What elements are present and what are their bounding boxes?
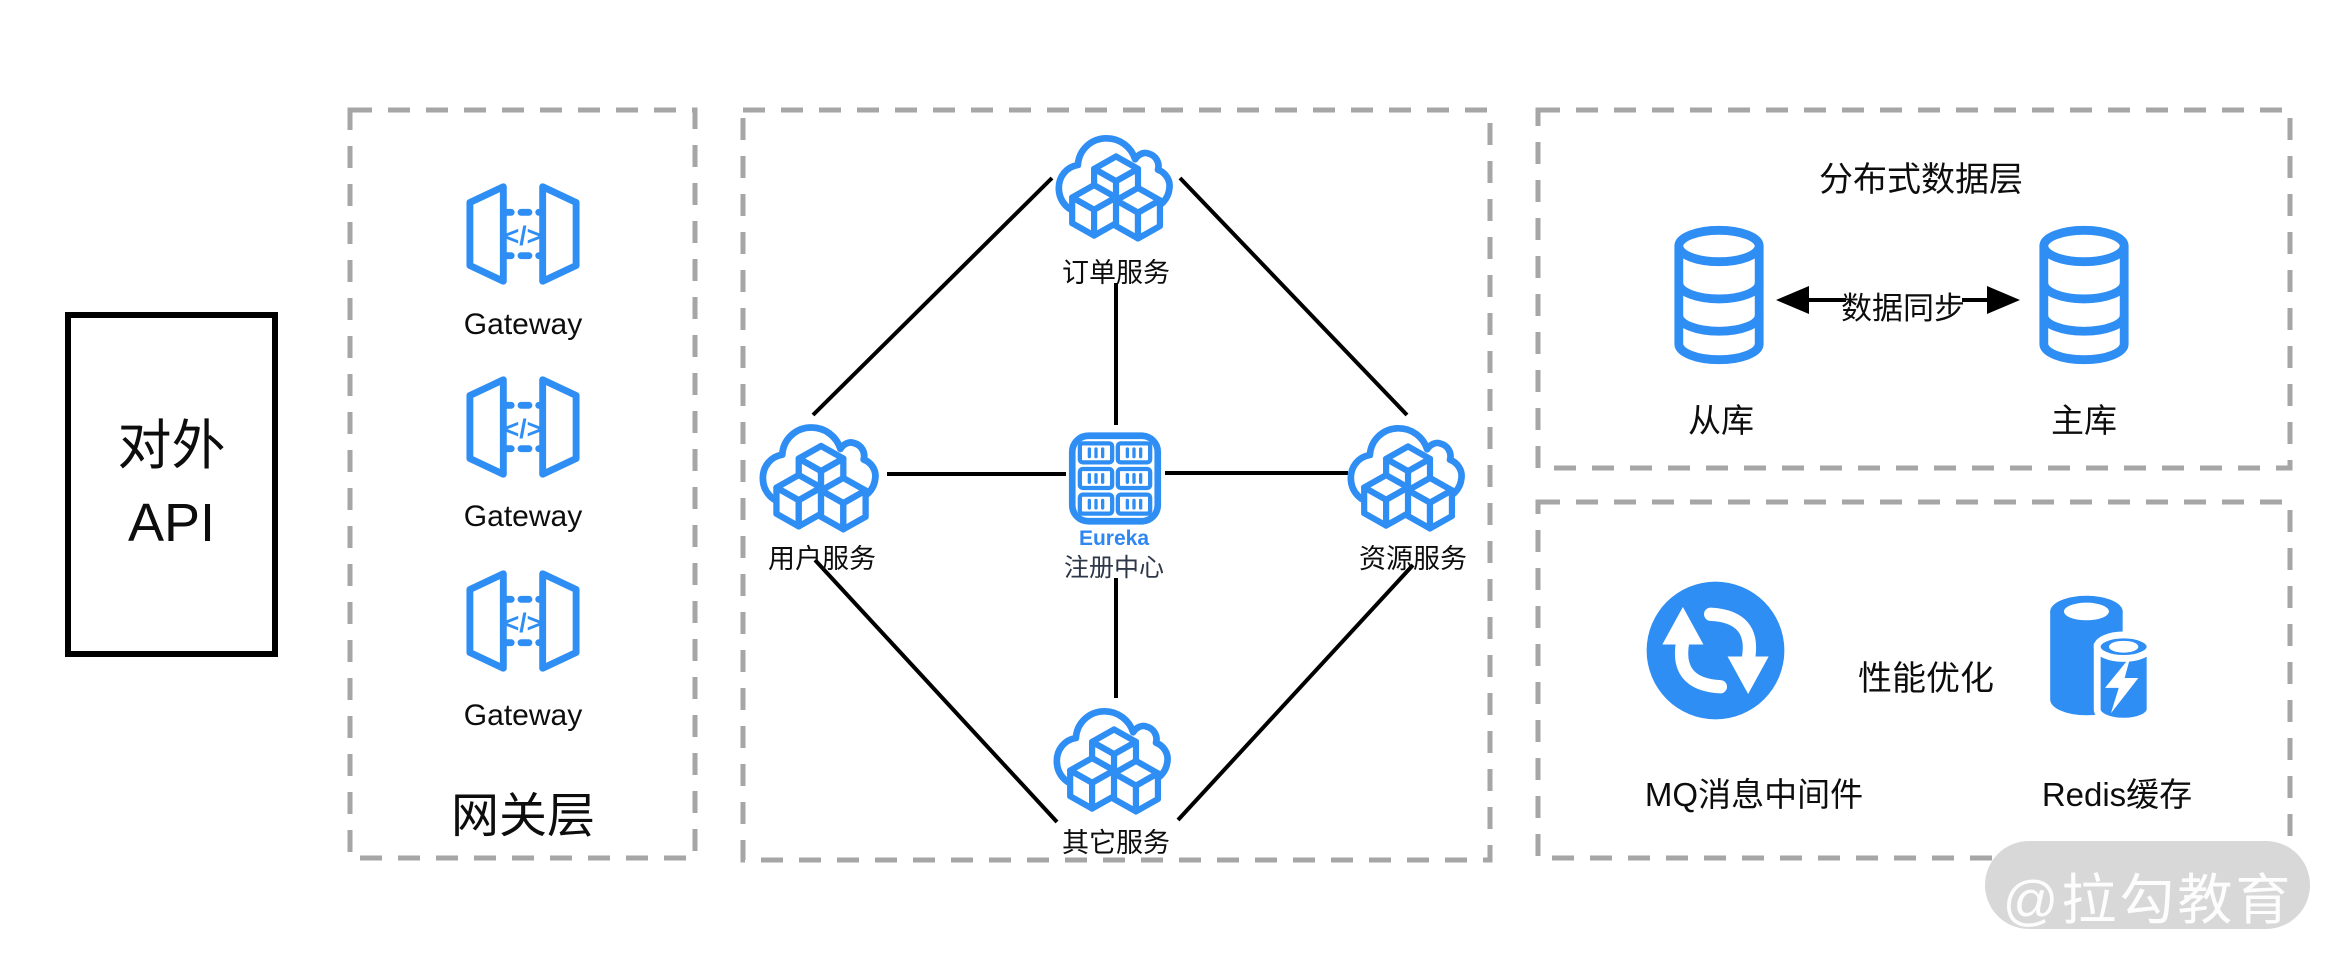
cloud-service-icon: [1055, 134, 1173, 242]
registry-name: Eureka: [1078, 527, 1150, 550]
resource-service-label: 资源服务: [1359, 544, 1467, 574]
performance-panel-border: [1535, 499, 2293, 861]
redis-label: Redis缓存: [2041, 776, 2193, 813]
code-glyph: </>: [504, 221, 542, 251]
cloud-service-icon: [759, 424, 879, 533]
external-api-line1: 对外: [117, 415, 226, 476]
code-glyph: </>: [504, 414, 542, 444]
registry-label: 注册中心: [1063, 554, 1165, 582]
gateway-3-label: Gateway: [463, 699, 583, 732]
gateway-icon: </>: [466, 570, 580, 672]
watermark-pill: [1985, 841, 2310, 929]
slave-database-icon: [1674, 225, 1764, 365]
slave-db-label: 从库: [1688, 402, 1754, 439]
mq-sync-icon: [1646, 581, 1785, 720]
external-api-line2: API: [127, 492, 216, 553]
code-glyph: </>: [504, 608, 542, 638]
mq-label: MQ消息中间件: [1644, 776, 1864, 813]
gateway-2-label: Gateway: [463, 500, 583, 533]
cloud-service-icon: [1053, 707, 1171, 815]
data-sync-label: 数据同步: [1841, 291, 1965, 326]
order-service-label: 订单服务: [1062, 258, 1170, 288]
gateway-layer-title: 网关层: [450, 790, 596, 843]
gateway-panel-border: [347, 107, 698, 861]
eureka-registry-icon: [1068, 432, 1162, 525]
other-service-label: 其它服务: [1062, 828, 1170, 858]
external-api-box: 对外 API: [65, 312, 278, 657]
user-service-label: 用户服务: [768, 544, 876, 574]
data-sync-arrow: [1776, 286, 2020, 314]
performance-title: 性能优化: [1858, 660, 1994, 698]
connector-lines: [811, 176, 1415, 824]
dashed-panels: [347, 107, 2293, 863]
data-layer-panel-border: [1535, 107, 2293, 471]
gateway-icon: </>: [466, 376, 580, 478]
gateway-1-label: Gateway: [463, 308, 583, 341]
master-database-icon: [2039, 225, 2129, 365]
service-panel-border: [740, 107, 1493, 863]
gateway-icon: </>: [466, 183, 580, 285]
data-layer-title: 分布式数据层: [1819, 161, 2023, 199]
watermark: @拉勾教育: [2002, 869, 2294, 931]
redis-cache-icon: [2050, 595, 2154, 725]
cloud-service-icon: [1347, 424, 1465, 532]
master-db-label: 主库: [2051, 402, 2117, 439]
